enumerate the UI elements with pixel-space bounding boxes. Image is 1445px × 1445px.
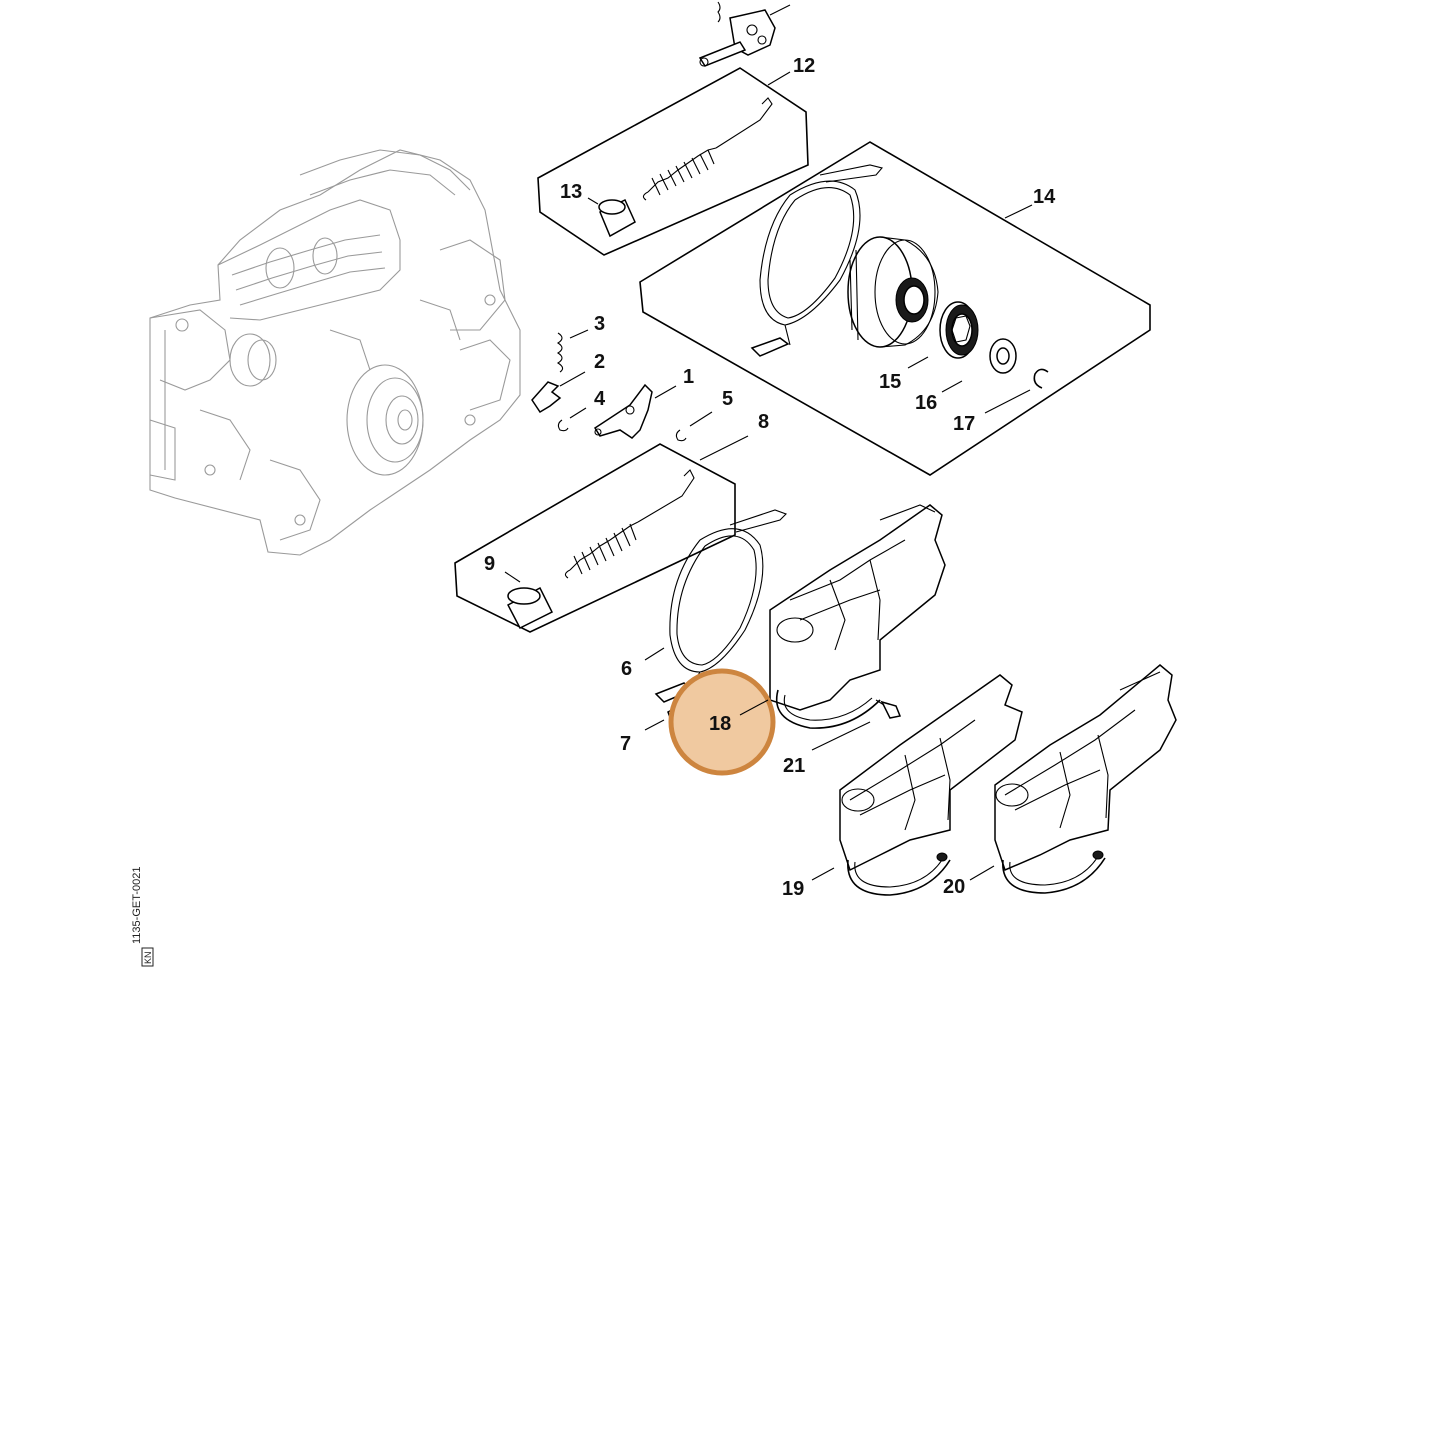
- part-number-labels: 12 13 14 3 2 1 15 4 5 16 8 17 9 6 18 7 2…: [484, 55, 1056, 900]
- kit-8-spring-sleeve: [454, 435, 749, 633]
- sprocket-cover-20: [969, 664, 1177, 894]
- part-label-8[interactable]: 8: [758, 411, 769, 433]
- document-code-text: 1135-GET-0021: [131, 867, 143, 944]
- highlight-circle-18[interactable]: [668, 668, 776, 776]
- part-label-6[interactable]: 6: [621, 658, 632, 680]
- part-label-14[interactable]: 14: [1033, 186, 1056, 208]
- part-label-16[interactable]: 16: [915, 392, 937, 414]
- part-label-21[interactable]: 21: [783, 755, 805, 777]
- part-label-15[interactable]: 15: [879, 371, 901, 393]
- part-label-3[interactable]: 3: [594, 313, 605, 335]
- part-label-9[interactable]: 9: [484, 553, 495, 575]
- document-code: 1135-GET-0021 KN: [131, 867, 154, 967]
- kit-14-clutch-drum-assembly: [639, 141, 1151, 476]
- screw-21: [811, 699, 902, 751]
- sprocket-cover-18: [769, 504, 946, 729]
- part-label-17[interactable]: 17: [953, 413, 975, 435]
- engine-housing-drawing: [149, 149, 521, 556]
- brake-lever-small-parts: [531, 329, 713, 442]
- part-label-13[interactable]: 13: [560, 181, 582, 203]
- part-label-20[interactable]: 20: [943, 876, 965, 898]
- part-label-7[interactable]: 7: [620, 733, 631, 755]
- kit-12-spring-sleeve: [537, 67, 809, 256]
- part-label-5[interactable]: 5: [722, 388, 733, 410]
- top-lever-assembly-drawing: [698, 1, 791, 67]
- document-code-box-text: KN: [143, 951, 153, 964]
- sprocket-cover-19: [811, 674, 1023, 896]
- part-label-1[interactable]: 1: [683, 366, 694, 388]
- part-label-2[interactable]: 2: [594, 351, 605, 373]
- part-label-18[interactable]: 18: [709, 713, 731, 735]
- part-label-12[interactable]: 12: [793, 55, 815, 77]
- part-label-4[interactable]: 4: [594, 388, 606, 410]
- part-label-19[interactable]: 19: [782, 878, 804, 900]
